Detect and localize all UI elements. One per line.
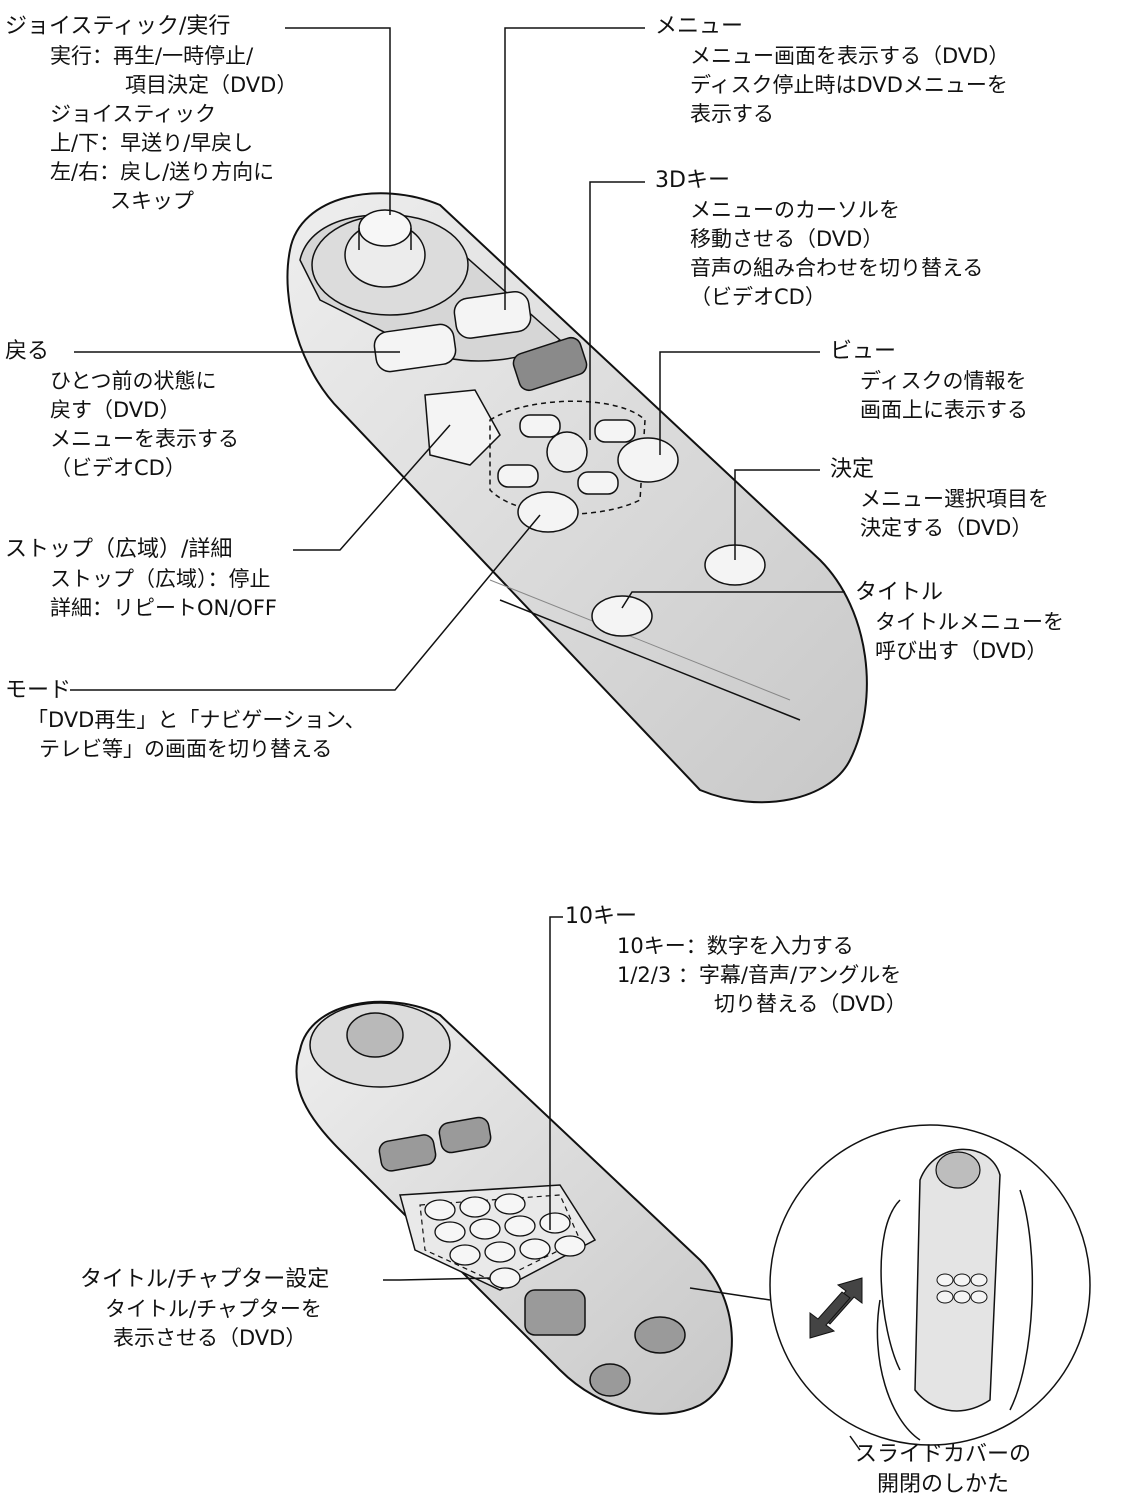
desc-line: 項目決定（DVD）	[125, 73, 298, 97]
label-menu-desc: メニュー画面を表示する（DVD） ディスク停止時はDVDメニューを 表示する	[655, 42, 1009, 129]
label-title-button: タイトル タイトルメニューを 呼び出す（DVD）	[855, 578, 1064, 666]
label-3d-key: 3Dキー メニューのカーソルを 移動させる（DVD） 音声の組み合わせを切り替え…	[655, 166, 983, 312]
desc-line: ディスク停止時はDVDメニューを	[690, 73, 1008, 97]
label-menu: メニュー メニュー画面を表示する（DVD） ディスク停止時はDVDメニューを 表…	[655, 12, 1009, 129]
desc-line: メニュー選択項目を	[860, 487, 1049, 511]
label-stop-title: ストップ（広域）/詳細	[5, 537, 233, 562]
desc-line: ひとつ前の状態に	[50, 369, 217, 393]
desc-line: スキップ	[110, 189, 194, 213]
slide-cover-inset	[689, 1124, 1091, 1451]
label-back: 戻る ひとつ前の状態に 戻す（DVD） メニューを表示する （ビデオCD）	[5, 337, 239, 483]
label-mode-title: モード	[5, 678, 72, 703]
desc-line: 表示する	[690, 102, 774, 126]
lower-leader-lines	[383, 916, 563, 1281]
desc-line: タイトルメニューを	[875, 610, 1064, 634]
remote-lower	[295, 1000, 733, 1415]
desc-line: 左/右：戻し/送り方向に	[50, 160, 275, 184]
title-button	[591, 595, 653, 637]
joystick-knob-lower	[346, 1012, 404, 1058]
label-enter-title: 決定	[830, 457, 875, 482]
desc-line: （ビデオCD）	[690, 285, 826, 309]
desc-line: ディスクの情報を	[860, 369, 1027, 393]
label-chapter-title: タイトル/チャプター設定	[80, 1267, 330, 1292]
chapter-button	[489, 1267, 521, 1289]
desc-line: 音声の組み合わせを切り替える	[690, 256, 984, 280]
back-button	[373, 323, 457, 373]
tenkey-buttons	[424, 1193, 586, 1289]
desc-line: 上/下：早送り/早戻し	[50, 131, 254, 155]
slide-arrow-icon	[809, 1277, 863, 1339]
desc-line: タイトル/チャプターを	[105, 1297, 322, 1321]
mode-button	[424, 389, 501, 466]
desc-line: メニューを表示する	[50, 427, 239, 451]
desc-line: 1/2/3 ：字幕/音声/アングルを	[617, 963, 902, 987]
label-mode: モード 「DVD再生」と「ナビゲーション、 テレビ等」の画面を切り替える	[5, 676, 366, 764]
label-mode-desc: 「DVD再生」と「ナビゲーション、 テレビ等」の画面を切り替える	[5, 706, 366, 764]
desc-line: メニューのカーソルを	[690, 198, 900, 222]
desc-line: ストップ（広域）：停止	[50, 567, 271, 591]
remote-upper	[286, 192, 868, 804]
label-3d-key-desc: メニューのカーソルを 移動させる（DVD） 音声の組み合わせを切り替える （ビデ…	[655, 196, 983, 312]
label-view-title: ビュー	[830, 339, 897, 364]
desc-line: ジョイスティック	[50, 102, 217, 126]
3d-key-left	[497, 464, 539, 488]
label-view-desc: ディスクの情報を 画面上に表示する	[830, 367, 1028, 425]
label-stop: ストップ（広域）/詳細 ストップ（広域）：停止 詳細：リピートON/OFF	[5, 535, 277, 623]
dark-button	[512, 336, 588, 392]
label-enter: 決定 メニュー選択項目を 決定する（DVD）	[830, 455, 1049, 543]
desc-line: 戻す（DVD）	[50, 398, 181, 422]
joystick-knob	[358, 209, 412, 247]
desc-line: 移動させる（DVD）	[690, 227, 884, 251]
desc-line: テレビ等」の画面を切り替える	[39, 737, 333, 761]
label-tenkey-title: 10キー	[565, 904, 637, 929]
desc-line: 開閉のしかた	[877, 1472, 1010, 1497]
label-chapter-desc: タイトル/チャプターを 表示させる（DVD）	[80, 1295, 329, 1353]
label-slide-cover: スライドカバーの 開閉のしかた	[855, 1440, 1031, 1500]
label-menu-title: メニュー	[655, 14, 744, 39]
upper-leader-lines	[70, 27, 845, 691]
3d-key-up	[519, 414, 561, 438]
label-view: ビュー ディスクの情報を 画面上に表示する	[830, 337, 1028, 425]
desc-line: （ビデオCD）	[50, 456, 186, 480]
desc-line: 呼び出す（DVD）	[875, 639, 1048, 663]
view-button	[617, 437, 679, 483]
label-stop-desc: ストップ（広域）：停止 詳細：リピートON/OFF	[5, 565, 277, 623]
desc-line: 表示させる（DVD）	[113, 1326, 307, 1350]
desc-line: 「DVD再生」と「ナビゲーション、	[27, 708, 366, 732]
desc-line: 10キー：数字を入力する	[617, 934, 854, 958]
label-tenkey: 10キー 10キー：数字を入力する 1/2/3 ：字幕/音声/アングルを 切り替…	[565, 902, 907, 1019]
menu-button	[453, 290, 532, 339]
desc-line: 決定する（DVD）	[860, 516, 1033, 540]
label-title-button-title: タイトル	[855, 580, 944, 605]
desc-line: 切り替える（DVD）	[714, 992, 907, 1016]
desc-line: スライドカバーの	[855, 1442, 1032, 1467]
3d-key-right	[594, 419, 636, 443]
stop-button	[517, 491, 579, 533]
label-title-button-desc: タイトルメニューを 呼び出す（DVD）	[855, 608, 1064, 666]
desc-line: 画面上に表示する	[860, 398, 1028, 422]
label-joystick: ジョイスティック/実行 実行：再生/一時停止/ 項目決定（DVD） ジョイスティ…	[5, 12, 297, 216]
label-joystick-desc: 実行：再生/一時停止/ 項目決定（DVD） ジョイスティック 上/下：早送り/早…	[5, 42, 297, 216]
desc-line: メニュー画面を表示する（DVD）	[690, 44, 1010, 68]
label-chapter: タイトル/チャプター設定 タイトル/チャプターを 表示させる（DVD）	[80, 1265, 329, 1353]
desc-line: 実行：再生/一時停止/	[50, 44, 254, 68]
label-joystick-title: ジョイスティック/実行	[5, 14, 231, 39]
label-tenkey-desc: 10キー：数字を入力する 1/2/3 ：字幕/音声/アングルを 切り替える（DV…	[565, 932, 907, 1019]
3d-key-down	[577, 471, 619, 495]
label-back-desc: ひとつ前の状態に 戻す（DVD） メニューを表示する （ビデオCD）	[5, 367, 239, 483]
label-back-title: 戻る	[5, 339, 50, 364]
label-enter-desc: メニュー選択項目を 決定する（DVD）	[830, 485, 1049, 543]
desc-line: 詳細：リピートON/OFF	[50, 596, 278, 620]
label-3d-key-title: 3Dキー	[655, 168, 730, 193]
